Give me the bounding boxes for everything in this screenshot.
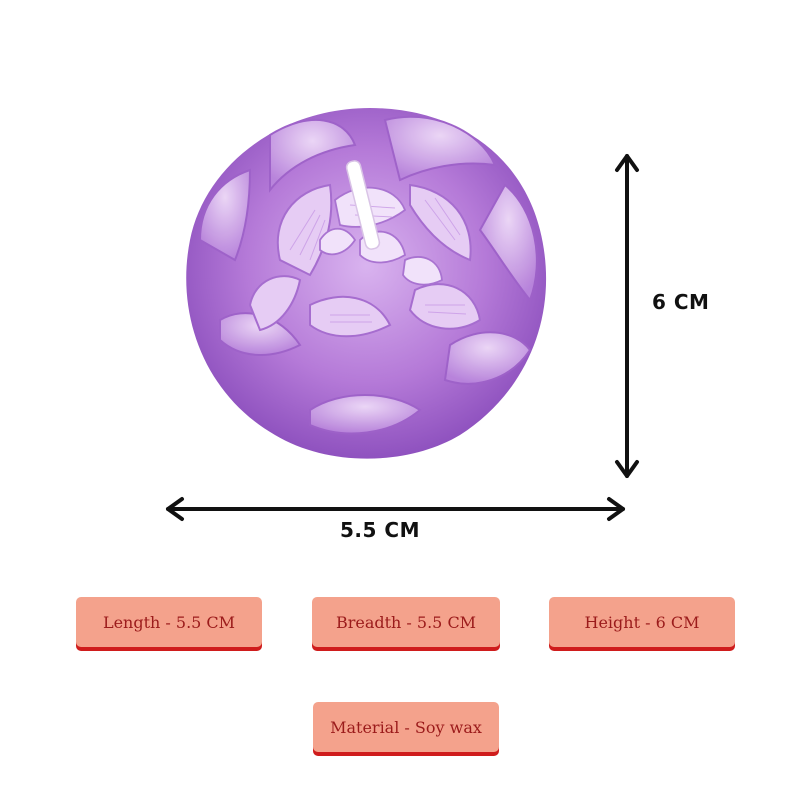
width-arrow [166,497,625,521]
lotus-candle-image [186,108,547,459]
spec-chip-breadth: Breadth - 5.5 CM [312,597,500,647]
spec-chip-label: Breadth - 5.5 CM [335,612,477,632]
spec-chip-label: Material - Soy wax [330,717,482,737]
spec-chip-label: Height - 6 CM [584,612,700,632]
height-arrow [615,154,639,478]
spec-chip-label: Length - 5.5 CM [102,612,236,632]
spec-chip-height: Height - 6 CM [549,597,735,647]
spec-chip-length: Length - 5.5 CM [76,597,262,647]
width-dimension-label: 5.5 CM [340,518,420,542]
spec-chip-material: Material - Soy wax [313,702,499,752]
height-dimension-label: 6 CM [652,290,710,314]
